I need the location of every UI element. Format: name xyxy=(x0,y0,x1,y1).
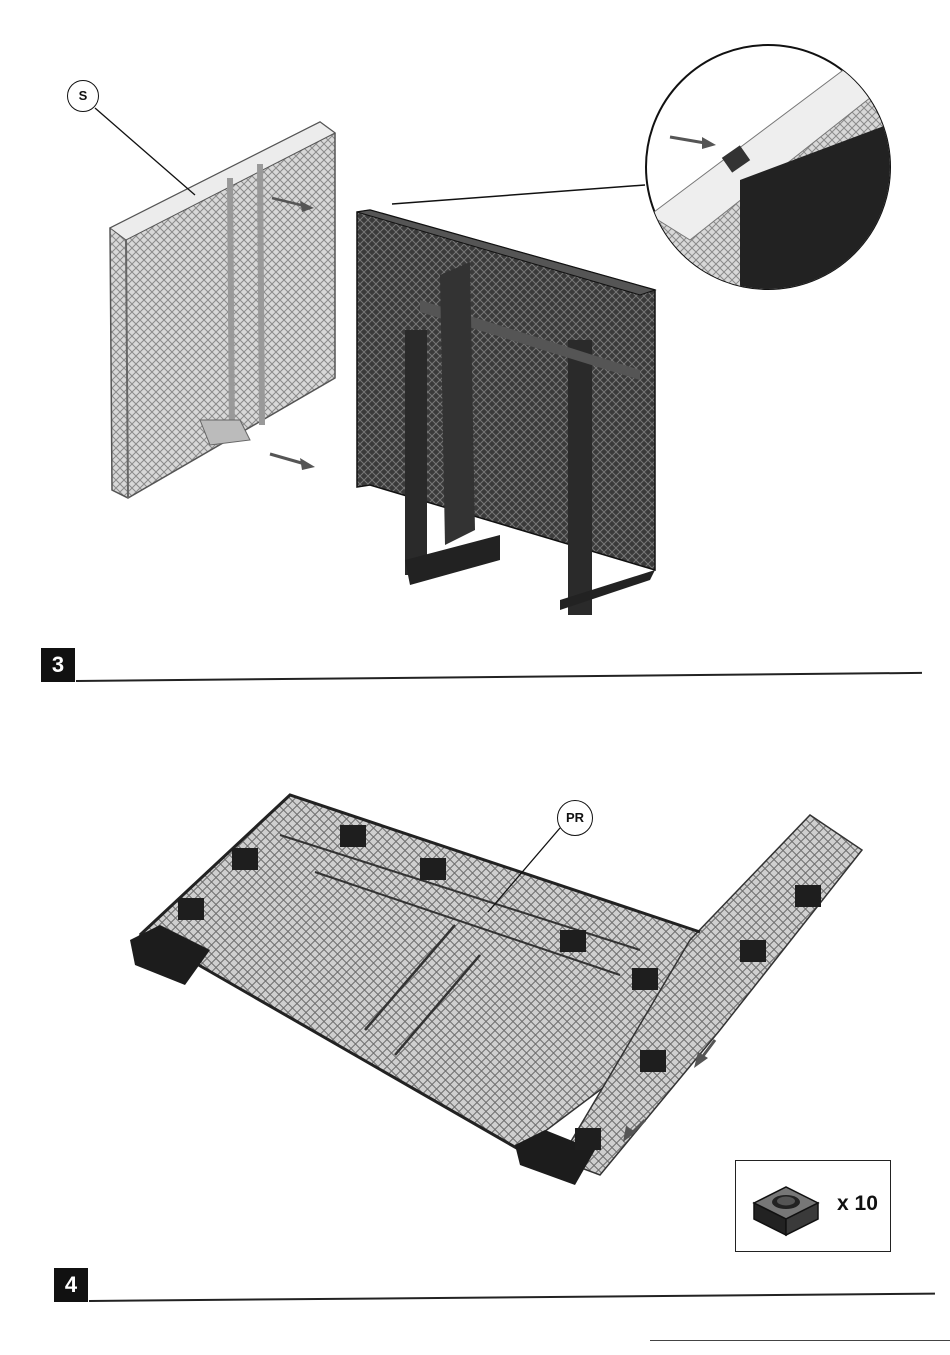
callout-s-leader xyxy=(0,0,950,640)
connector-block-icon xyxy=(748,1173,828,1243)
step-4-divider xyxy=(89,1293,935,1302)
step-number-3: 3 xyxy=(41,648,75,682)
page-bottom-rule xyxy=(650,1340,950,1341)
parts-required-box: x 10 xyxy=(735,1160,891,1252)
parts-quantity: x 10 xyxy=(837,1192,878,1216)
callout-pr: PR xyxy=(557,800,593,836)
base-panel-pr xyxy=(130,795,862,1185)
step-number-4: 4 xyxy=(54,1268,88,1302)
step-3-divider xyxy=(76,672,922,682)
callout-pr-label: PR xyxy=(566,810,584,825)
